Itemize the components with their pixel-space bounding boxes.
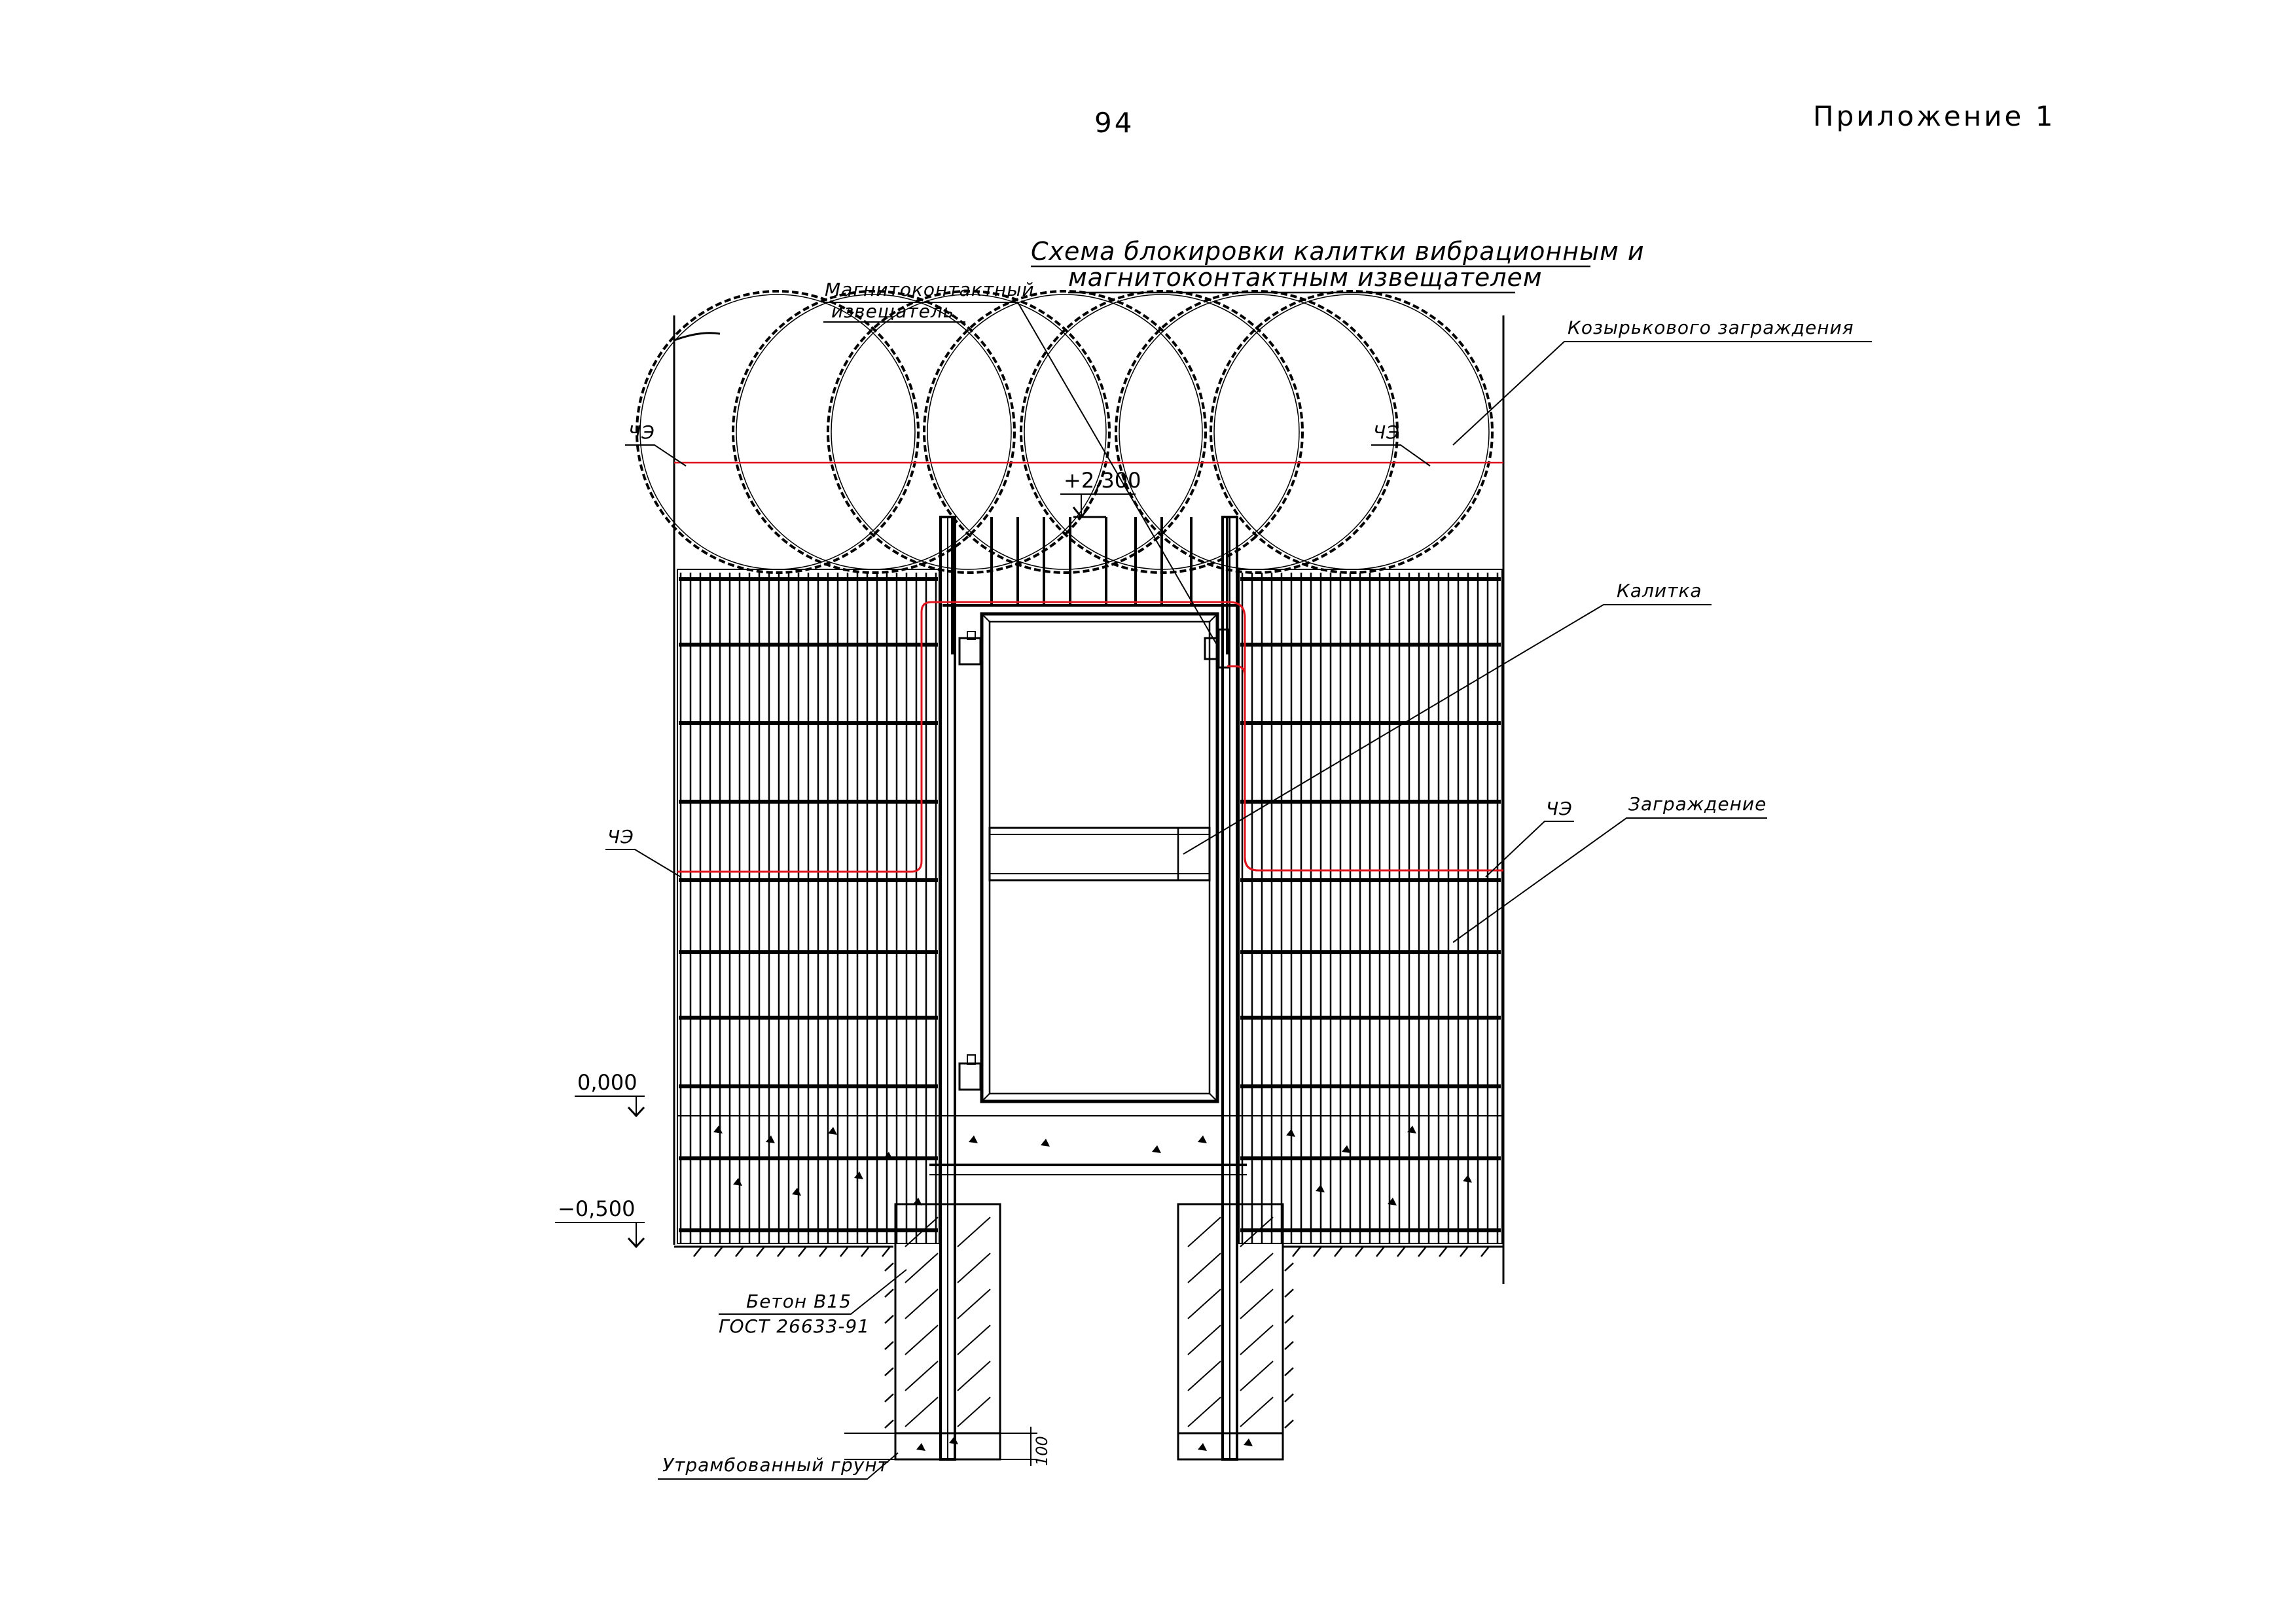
callout-fence-label: Заграждение [1628,793,1767,815]
callout-gate-leader [1183,604,1712,855]
sensor-label-mid-right: ЧЭ [1546,798,1573,819]
appendix-label: Приложение 1 [1813,100,2055,132]
razor-wire-coils [636,290,1494,574]
gate-leaf [980,612,1219,1103]
callout-visor-label: Козырькового заграждения [1568,317,1854,338]
level-mark-depth: −0,500 [555,1196,645,1249]
page-number: 94 [1094,107,1134,139]
foundation-left [894,1203,1001,1461]
concrete-speckle [713,1126,1472,1451]
foundation-right [1177,1203,1284,1461]
fence-panel-left [677,569,940,1244]
level-top-label: +2,300 [1064,468,1141,493]
level-mark-top: +2,300 [1060,468,1141,519]
callout-concrete-label-2: ГОСТ 26633-91 [719,1315,870,1337]
foundation-hatching [905,1217,1274,1427]
callout-magnetic-label-2: извещатель [831,300,954,322]
callout-concrete-leader [719,1269,907,1315]
callout-magnetic-label-1: Магнитоконтактный [825,279,1035,300]
level-mark-ground: 0,000 [575,1070,645,1118]
sensor-cable-right-loop [1227,654,1503,872]
diagram-title-line1: Схема блокировки калитки вибрационным и [1031,237,1645,266]
ground-hatch [693,1246,1490,1429]
sensor-label-top-left: ЧЭ [628,421,655,443]
gate-post-left [939,516,956,1461]
dimension-100-label: 100 [1033,1436,1051,1466]
callout-soil-leader [658,1452,899,1480]
callout-magnetic-leader [823,302,1219,649]
fence-panel-right [1238,569,1503,1244]
level-depth-label: −0,500 [558,1196,635,1221]
gate-top-pickets [951,517,1229,654]
sensor-label-mid-left: ЧЭ [607,826,634,847]
hinge-bottom [958,1054,982,1091]
callout-fence-leader [1452,817,1767,943]
callout-gate-label: Калитка [1617,580,1702,601]
hinge-top [958,631,982,666]
callout-visor-leader [1452,341,1872,446]
dimension-100: 100 [998,1427,1051,1466]
sensor-label-top-right: ЧЭ [1373,421,1400,443]
magnetic-contact-detector [1204,628,1230,669]
callout-concrete-label-1: Бетон В15 [746,1291,852,1312]
level-ground-label: 0,000 [577,1070,637,1095]
callout-soil-label: Утрамбованный грунт [662,1454,889,1476]
sensor-cable-left-loop [677,601,1246,873]
diagram-title-line2: магнитоконтактным извещателем [1068,263,1543,292]
